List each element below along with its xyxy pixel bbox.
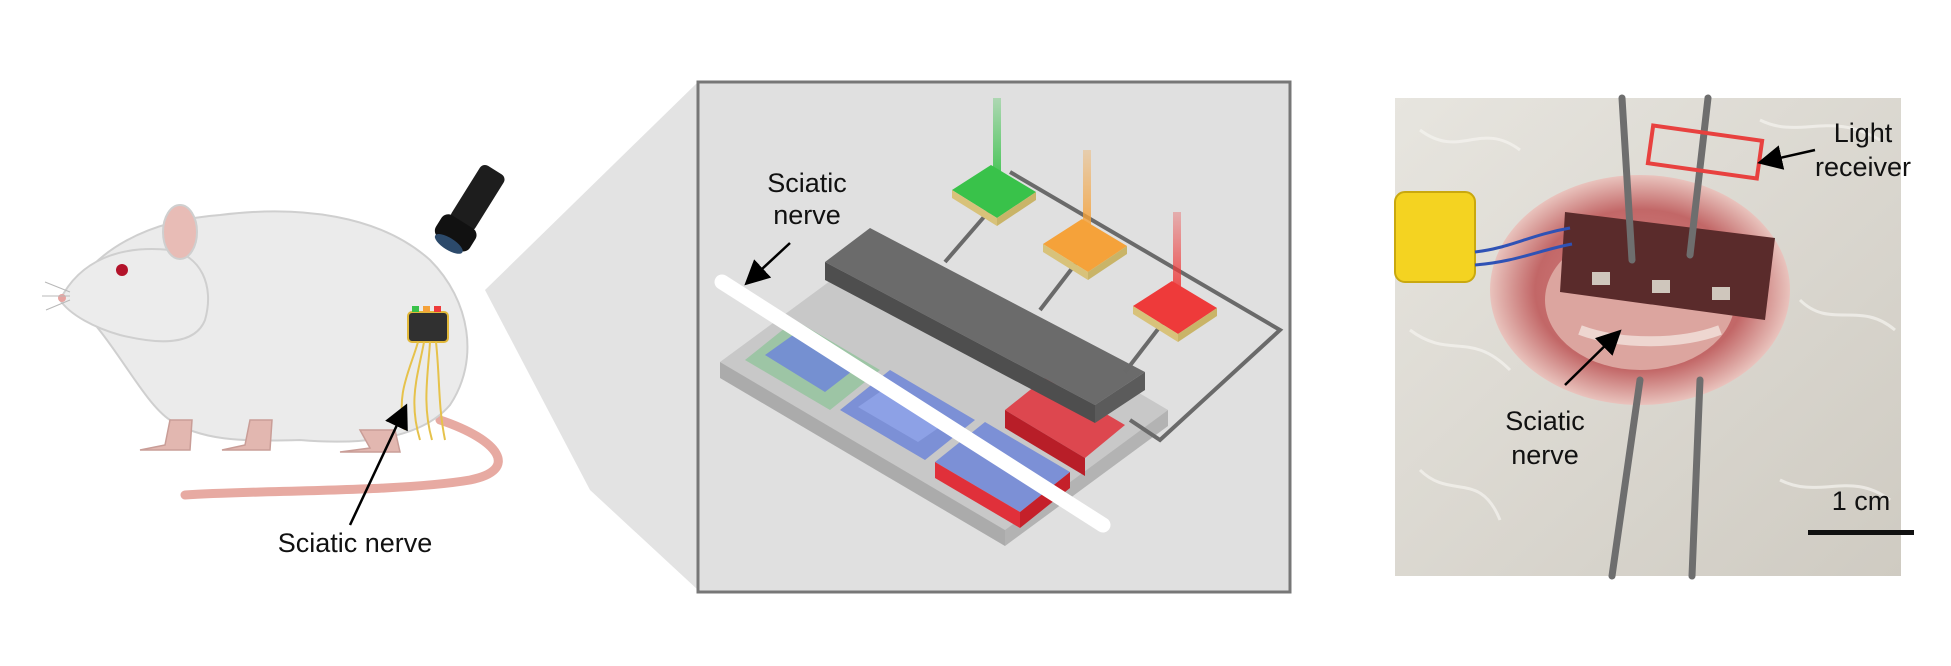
red-led bbox=[1133, 212, 1217, 342]
photo-nerve-label: nerve bbox=[1511, 440, 1579, 470]
device-nerve-label: nerve bbox=[773, 200, 841, 230]
implant-device bbox=[407, 306, 449, 343]
device-sciatic-label: Sciatic bbox=[767, 168, 847, 198]
rat-nose bbox=[58, 294, 66, 302]
orange-led bbox=[1043, 150, 1127, 280]
rat-ear bbox=[162, 204, 198, 260]
photo-light-label: Light bbox=[1833, 118, 1893, 148]
photo-nerve-arrow bbox=[1564, 329, 1622, 386]
photo-panel bbox=[1394, 94, 1914, 580]
device-nerve-arrow bbox=[744, 242, 791, 286]
rat-panel bbox=[42, 164, 505, 526]
rat-sciatic-nerve-label: Sciatic nerve bbox=[277, 528, 433, 558]
lead-wires bbox=[1474, 226, 1573, 267]
rat-tail bbox=[180, 415, 503, 500]
scale-bar bbox=[1808, 530, 1914, 535]
photo-receiver-label: receiver bbox=[1814, 152, 1912, 182]
photo-sciatic-label: Sciatic bbox=[1505, 406, 1585, 436]
rat-head bbox=[58, 248, 210, 343]
rat-nerve-arrow bbox=[348, 403, 408, 526]
sciatic-nerve-rod bbox=[714, 274, 1111, 533]
rat-legs bbox=[139, 419, 401, 453]
flashlight-icon bbox=[434, 164, 505, 254]
receiver-arrow bbox=[1757, 145, 1816, 170]
cover-plate bbox=[825, 228, 1145, 405]
rat-eye bbox=[116, 264, 128, 276]
zoom-projection bbox=[485, 82, 698, 590]
rat-whiskers bbox=[42, 281, 71, 311]
green-led bbox=[952, 98, 1036, 226]
forceps bbox=[1608, 94, 1712, 580]
connector bbox=[1394, 191, 1476, 283]
device-panel bbox=[696, 80, 1292, 594]
scale-bar-label: 1 cm bbox=[1831, 486, 1891, 516]
